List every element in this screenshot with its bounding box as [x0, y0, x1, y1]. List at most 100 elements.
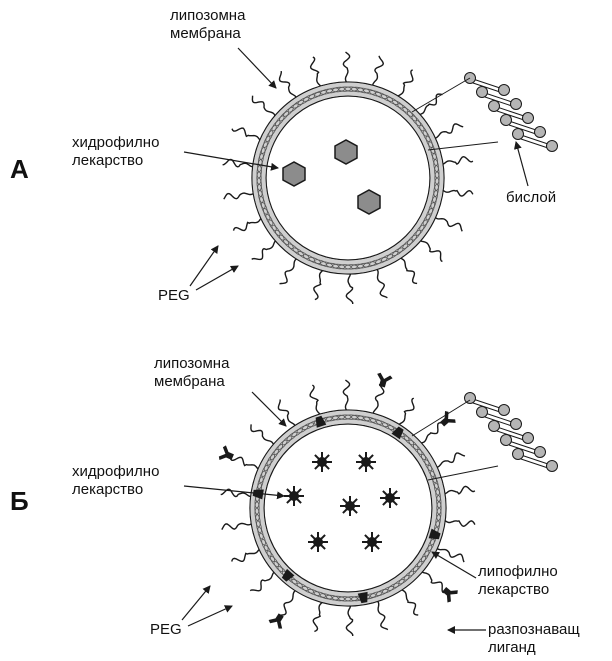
peg-chain	[232, 128, 260, 140]
hydrophilic-drug-star	[312, 452, 332, 472]
hydrophilic-drug-hexagon	[335, 140, 357, 164]
peg-chain	[443, 157, 473, 165]
peg-chain	[251, 424, 274, 444]
peg-chain	[343, 380, 349, 410]
peg-chain	[401, 258, 417, 283]
lipophilic-arrow	[432, 552, 476, 578]
lipid-head	[511, 419, 522, 430]
peg-label-a: PEG	[158, 287, 190, 304]
hydrophilic-drug-hexagon	[358, 190, 380, 214]
peg-chain	[313, 603, 322, 632]
bilayer-inset-a	[465, 73, 558, 152]
peg-chain	[402, 590, 418, 615]
peg-chain	[230, 457, 258, 469]
bilayer-arrow	[516, 142, 528, 186]
membrane-label-b-line2: мембрана	[154, 373, 225, 390]
peg-label-b: PEG	[150, 621, 182, 638]
bilayer-pointer-line-b	[412, 400, 470, 436]
membrane-label-b-line1: липозомна	[154, 355, 230, 372]
panel-b-letter: Б	[10, 486, 29, 516]
peg-chain	[398, 70, 413, 96]
peg-arrow-b	[182, 586, 210, 620]
peg-chain	[435, 124, 463, 138]
peg-chain	[437, 453, 465, 467]
star-core	[317, 457, 327, 467]
star-core	[367, 537, 377, 547]
star-core	[345, 501, 355, 511]
peg-chain	[373, 384, 384, 413]
recognizing-ligand	[218, 445, 236, 465]
drug-label-b-line2: лекарство	[72, 481, 143, 498]
peg-chain	[252, 96, 275, 116]
peg-chain	[420, 94, 443, 114]
peg-chain	[421, 241, 443, 262]
ligand-label-line1: разпознаващ	[488, 621, 580, 638]
lipid-head	[489, 421, 500, 432]
peg-chain	[445, 486, 475, 494]
lipid-tail	[521, 459, 548, 468]
peg-chain	[437, 549, 464, 563]
peg-arrow-a	[196, 266, 238, 290]
lipid-head	[477, 407, 488, 418]
peg-chain	[222, 523, 252, 529]
bilayer-inset-b	[465, 393, 558, 472]
peg-chain	[280, 259, 297, 284]
peg-chain	[232, 549, 260, 561]
star-core	[289, 491, 299, 501]
peg-chain	[224, 193, 254, 199]
peg-chain	[373, 56, 384, 85]
hydrophilic-drug-star	[380, 488, 400, 508]
lipid-head	[523, 113, 534, 124]
bilayer-label: бислой	[506, 189, 556, 206]
peg-arrow-b	[188, 606, 232, 626]
lipid-head	[535, 447, 546, 458]
star-core	[385, 493, 395, 503]
panel-a-letter: А	[10, 154, 29, 184]
lipid-head	[535, 127, 546, 138]
lipid-head	[499, 85, 510, 96]
lipid-head	[501, 435, 512, 446]
lipid-head	[501, 115, 512, 126]
bilayer-pointer-line	[412, 78, 470, 112]
liposome-membrane-a	[252, 82, 444, 274]
membrane-arrow-a	[238, 48, 276, 88]
peg-chain	[314, 271, 323, 300]
peg-chain	[346, 274, 352, 304]
hydrophilic-drug-star	[356, 452, 376, 472]
hydrophilic-drug-star	[362, 532, 382, 552]
membrane-arrow-b	[252, 392, 286, 426]
lipid-head	[511, 99, 522, 110]
peg-chain	[252, 241, 276, 260]
lipid-head	[523, 433, 534, 444]
lipid-head	[489, 101, 500, 112]
lipid-head	[547, 141, 558, 152]
lipid-head	[477, 87, 488, 98]
peg-chain	[310, 385, 320, 414]
lipophilic-label-line2: лекарство	[478, 581, 549, 598]
peg-chain	[278, 591, 295, 616]
lipid-head	[499, 405, 510, 416]
peg-chain	[435, 218, 462, 232]
peg-chain	[399, 398, 414, 424]
peg-chain	[343, 52, 349, 82]
lipophilic-label-line1: липофилно	[478, 563, 558, 580]
drug-label-b-line1: хидрофилно	[72, 463, 159, 480]
peg-chain	[445, 521, 475, 527]
lipid-head	[513, 129, 524, 140]
lipid-tail	[521, 139, 548, 148]
peg-chain	[311, 57, 321, 86]
recognizing-ligand	[374, 372, 393, 389]
hydrophilic-drug-star	[340, 496, 360, 516]
hydrophilic-drug-star	[284, 486, 304, 506]
lipid-head	[513, 449, 524, 460]
peg-chain	[234, 219, 262, 231]
membrane-label-a-line1: липозомна	[170, 7, 246, 24]
peg-chain	[377, 270, 387, 298]
peg-chain	[421, 423, 444, 443]
peg-chain	[422, 572, 444, 593]
lipid-head	[547, 461, 558, 472]
drug-label-a-line2: лекарство	[72, 152, 143, 169]
hydrophilic-drug-hexagon	[283, 162, 305, 186]
peg-chain	[346, 606, 352, 636]
